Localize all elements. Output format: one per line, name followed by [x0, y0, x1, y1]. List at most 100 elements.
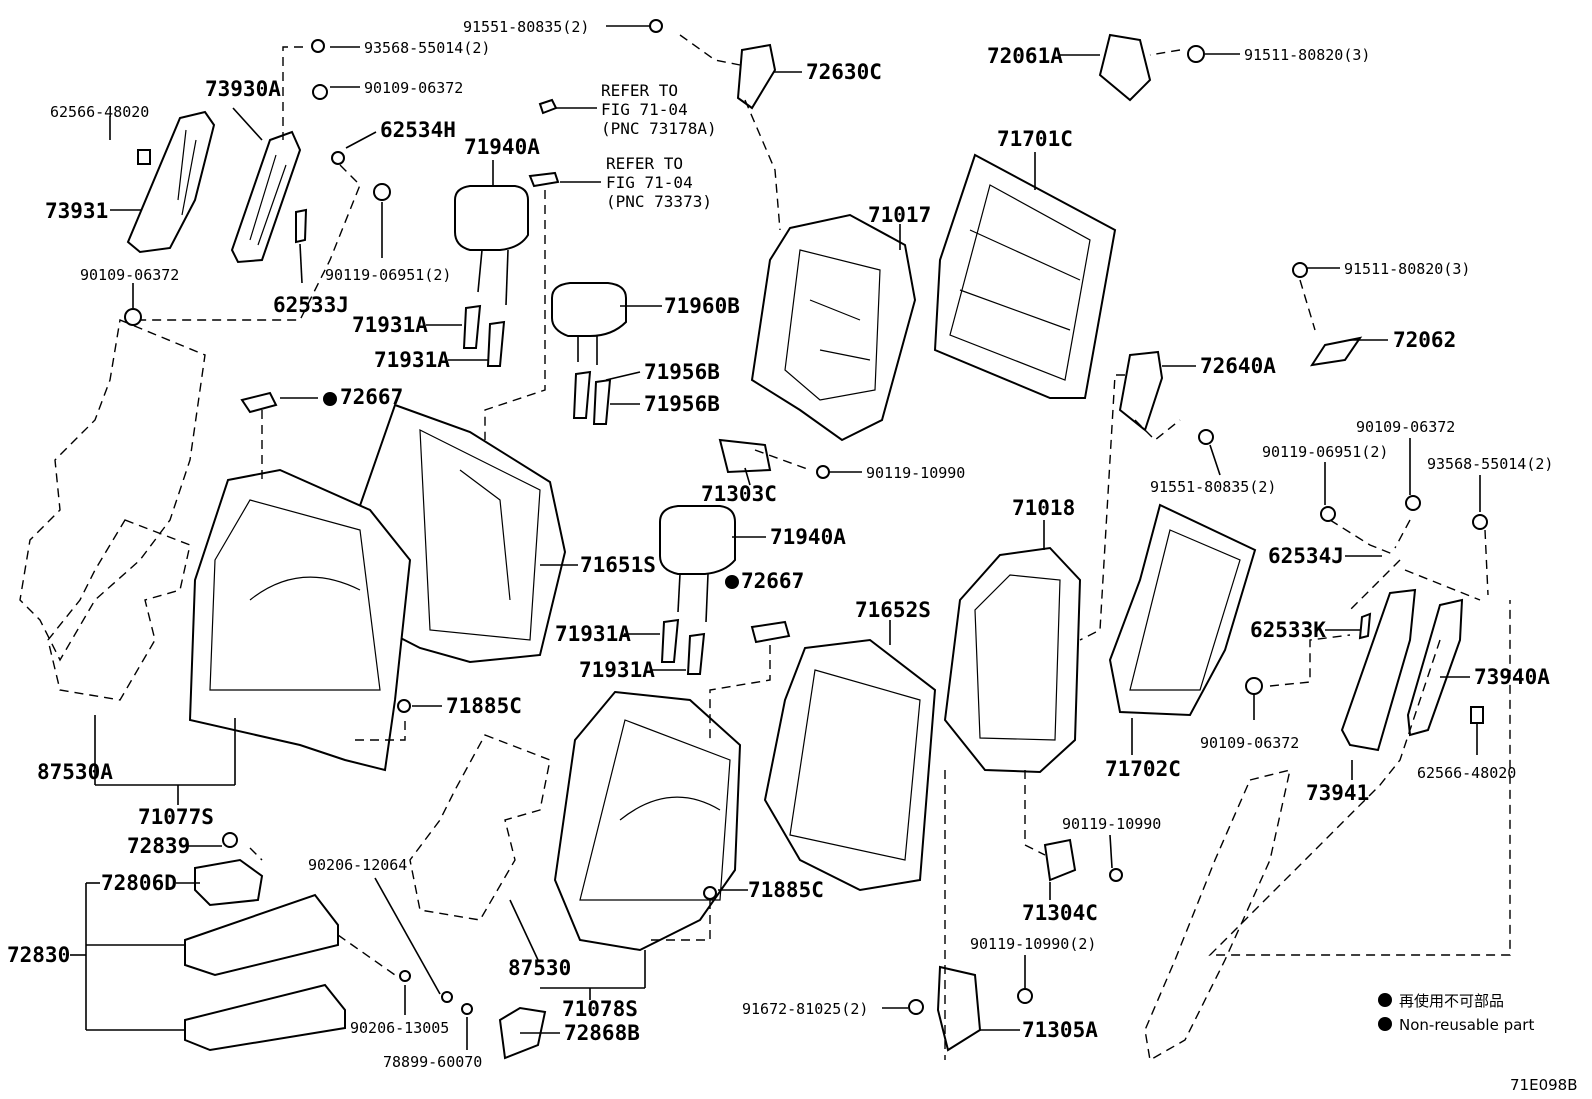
label-62533K: 62533K	[1250, 618, 1326, 642]
label-71885C-2: 71885C	[748, 878, 824, 902]
label-90119-10990-b: 90119-10990	[1062, 815, 1161, 833]
seatback-frame-71018	[943, 546, 1082, 774]
seatback-frame-71017	[750, 213, 917, 442]
label-71956B-2: 71956B	[644, 392, 720, 416]
label-91551-80835-right: 91551-80835(2)	[1150, 478, 1276, 496]
label-72640A: 72640A	[1200, 354, 1276, 378]
label-71017: 71017	[868, 203, 931, 227]
seatback-pad-71652S	[763, 638, 937, 892]
label-90119-10990-c: 90119-10990(2)	[970, 935, 1096, 953]
label-71940A-mid: 71940A	[770, 525, 846, 549]
label-71652S: 71652S	[855, 598, 931, 622]
legend-english: Non-reusable part	[1399, 1016, 1534, 1034]
legend-japanese: 再使用不可部品	[1399, 992, 1504, 1010]
label-71931A-3: 71931A	[555, 622, 631, 646]
part-labels: 91551-80835(2) 93568-55014(2) 90109-0637…	[7, 18, 1553, 1071]
refer-note-1-line-2: FIG 71-04	[601, 100, 688, 119]
label-72839: 72839	[127, 834, 190, 858]
legend-marker-1	[1378, 993, 1392, 1007]
label-62533J: 62533J	[273, 293, 349, 317]
dashed-connections	[140, 34, 1511, 1060]
side-cover-left	[19, 319, 206, 662]
label-71651S: 71651S	[580, 553, 656, 577]
headrest-guides	[462, 304, 706, 675]
figure-id: 71E098B	[1510, 1076, 1578, 1094]
label-90109-06372-d: 90109-06372	[1200, 734, 1299, 752]
label-93568-55014-left: 93568-55014(2)	[364, 39, 490, 57]
label-73931: 73931	[45, 199, 108, 223]
label-71956B-1: 71956B	[644, 360, 720, 384]
label-91551-80835-top: 91551-80835(2)	[463, 18, 589, 36]
label-71931A-4: 71931A	[579, 658, 655, 682]
side-airbag-assembly-left	[124, 39, 391, 326]
label-90119-10990-a: 90119-10990	[866, 464, 965, 482]
refer-note-1-line-1: REFER TO	[601, 81, 678, 100]
non-reusable-marker-72667-b	[725, 575, 739, 589]
refer-note-1-line-3: (PNC 73178A)	[601, 119, 717, 138]
label-71078S: 71078S	[562, 997, 638, 1021]
label-73930A: 73930A	[205, 77, 281, 101]
label-90119-06951-right: 90119-06951(2)	[1262, 443, 1388, 461]
label-71305A: 71305A	[1022, 1018, 1098, 1042]
label-90206-13005: 90206-13005	[350, 1019, 449, 1037]
label-72630C: 72630C	[806, 60, 882, 84]
hinge-brackets	[498, 33, 1363, 1060]
label-62566-48020-left: 62566-48020	[50, 103, 149, 121]
label-72868B: 72868B	[564, 1021, 640, 1045]
label-71940A-top: 71940A	[464, 135, 540, 159]
label-71931A-1: 71931A	[352, 313, 428, 337]
label-62534J: 62534J	[1268, 544, 1344, 568]
label-72667-a: 72667	[340, 385, 403, 409]
heater-pad-87530	[409, 734, 551, 921]
headrest-center	[551, 282, 627, 365]
label-87530: 87530	[508, 956, 571, 980]
label-72806D: 72806D	[101, 871, 177, 895]
non-reusable-marker-72667-a	[323, 392, 337, 406]
label-73940A: 73940A	[1474, 665, 1550, 689]
label-71304C: 71304C	[1022, 901, 1098, 925]
refer-note-2-line-2: FIG 71-04	[606, 173, 693, 192]
heater-pad-87530A	[47, 519, 191, 701]
refer-note-2: REFER TO FIG 71-04 (PNC 73373)	[560, 154, 712, 211]
seatback-cover-71077S	[188, 468, 412, 772]
armrest-assembly	[184, 832, 346, 1052]
headrest-middle	[659, 505, 736, 623]
label-73941: 73941	[1306, 781, 1369, 805]
label-71885C-1: 71885C	[446, 694, 522, 718]
label-71960B: 71960B	[664, 294, 740, 318]
legend-marker-2	[1378, 1017, 1392, 1031]
label-72061A: 72061A	[987, 44, 1063, 68]
seatback-board-71701C	[933, 153, 1117, 399]
label-90119-06951-left: 90119-06951(2)	[325, 266, 451, 284]
refer-note-2-line-1: REFER TO	[606, 154, 683, 173]
label-72830: 72830	[7, 943, 70, 967]
label-90109-06372-b: 90109-06372	[80, 266, 179, 284]
label-91511-80820-top: 91511-80820(3)	[1244, 46, 1370, 64]
label-72667-b: 72667	[741, 569, 804, 593]
fasteners	[240, 19, 1308, 1015]
label-62566-48020-right: 62566-48020	[1417, 764, 1516, 782]
label-71701C: 71701C	[997, 127, 1073, 151]
label-71018: 71018	[1012, 496, 1075, 520]
legend: 再使用不可部品 Non-reusable part	[1378, 992, 1534, 1034]
headrest-top	[454, 185, 529, 306]
label-78899-60070: 78899-60070	[383, 1053, 482, 1071]
side-cover-right	[1144, 769, 1291, 1062]
label-71931A-2: 71931A	[374, 348, 450, 372]
label-90206-12064: 90206-12064	[308, 856, 407, 874]
label-71303C: 71303C	[701, 482, 777, 506]
label-90109-06372-c: 90109-06372	[1356, 418, 1455, 436]
label-72062: 72062	[1393, 328, 1456, 352]
label-87530A: 87530A	[37, 760, 113, 784]
seatback-board-71702C	[1108, 503, 1257, 717]
side-airbag-assembly-right	[1245, 495, 1488, 752]
label-93568-55014-right: 93568-55014(2)	[1427, 455, 1553, 473]
label-90109-06372-a: 90109-06372	[364, 79, 463, 97]
refer-note-2-line-3: (PNC 73373)	[606, 192, 712, 211]
refer-note-1: REFER TO FIG 71-04 (PNC 73178A)	[556, 81, 717, 138]
label-71077S: 71077S	[138, 805, 214, 829]
label-71702C: 71702C	[1105, 757, 1181, 781]
label-91511-80820-mid: 91511-80820(3)	[1344, 260, 1470, 278]
seatback-cover-71078S	[553, 690, 742, 952]
